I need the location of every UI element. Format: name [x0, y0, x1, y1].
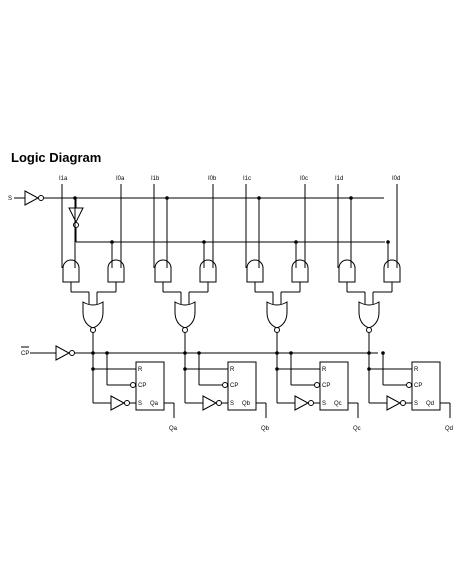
ff-pin-clock: CP — [138, 383, 146, 389]
ff-pin-q: Qc — [334, 401, 342, 407]
junction-dot — [349, 196, 353, 200]
junction-dot — [289, 351, 293, 355]
clock-bubble — [406, 382, 412, 388]
and-gate-i0 — [107, 259, 125, 283]
clock-bubble — [130, 382, 136, 388]
input-label-i0: I0d — [392, 176, 400, 182]
input-label-i1: I1d — [335, 176, 343, 182]
ff-pin-reset: R — [230, 367, 235, 373]
diagram-title: Logic Diagram — [11, 150, 102, 165]
nor-gate — [82, 301, 104, 329]
nor-output-bubble — [90, 327, 96, 333]
set-inverter — [386, 395, 402, 411]
select-buffer-inverter — [68, 207, 84, 224]
ff-pin-q: Qa — [150, 401, 159, 407]
input-label-i1: I1b — [151, 176, 160, 182]
ff-pin-set: S — [414, 401, 418, 407]
junction-dot — [105, 351, 109, 355]
input-label-i0: I0b — [208, 176, 217, 182]
flip-flop — [411, 361, 441, 411]
junction-dot — [367, 351, 371, 355]
ff-pin-clock: CP — [230, 383, 238, 389]
junction-dot — [275, 351, 279, 355]
nor-output-bubble — [366, 327, 372, 333]
ff-pin-reset: R — [322, 367, 327, 373]
nor-output-bubble — [274, 327, 280, 333]
select-input-label: S — [8, 196, 12, 202]
output-label-q: Qa — [169, 426, 178, 432]
select-inverter — [24, 190, 40, 206]
set-inverter-bubble — [308, 400, 314, 406]
junction-dot — [386, 240, 390, 244]
ff-pin-q: Qb — [242, 401, 251, 407]
ff-pin-clock: CP — [322, 383, 330, 389]
junction-dot — [381, 351, 385, 355]
ff-pin-reset: R — [138, 367, 143, 373]
ff-pin-reset: R — [414, 367, 419, 373]
clock-input-label: CP — [21, 351, 29, 357]
junction-dot — [257, 196, 261, 200]
and-gate-i1 — [338, 259, 356, 283]
global-wiring — [14, 190, 385, 361]
and-gate-i0 — [291, 259, 309, 283]
ff-pin-clock: CP — [414, 383, 422, 389]
input-label-i1: I1a — [59, 176, 68, 182]
set-inverter-bubble — [124, 400, 130, 406]
junction-dot — [183, 351, 187, 355]
and-gate-i1 — [62, 259, 80, 283]
nor-output-bubble — [182, 327, 188, 333]
set-inverter — [294, 395, 310, 411]
output-label-q: Qb — [261, 426, 270, 432]
junction-dot — [110, 240, 114, 244]
nor-gate — [358, 301, 380, 329]
input-label-i0: I0a — [116, 176, 125, 182]
junction-dot — [91, 351, 95, 355]
ff-pin-q: Qd — [426, 401, 434, 407]
flip-flop — [319, 361, 349, 411]
ff-pin-set: S — [230, 401, 234, 407]
nor-gate — [174, 301, 196, 329]
output-label-q: Qd — [445, 426, 453, 432]
ff-pin-set: S — [322, 401, 326, 407]
set-inverter-bubble — [400, 400, 406, 406]
input-label-i0: I0c — [300, 176, 308, 182]
junction-dot — [294, 240, 298, 244]
nor-gate — [266, 301, 288, 329]
output-label-q: Qc — [353, 426, 361, 432]
and-gate-i1 — [154, 259, 172, 283]
set-inverter-bubble — [216, 400, 222, 406]
junction-dot — [73, 196, 77, 200]
junction-dot — [165, 196, 169, 200]
and-gate-i0 — [199, 259, 217, 283]
set-inverter — [110, 395, 126, 411]
and-gate-i1 — [246, 259, 264, 283]
junction-dot — [197, 351, 201, 355]
clock-bubble — [314, 382, 320, 388]
flip-flop — [227, 361, 257, 411]
and-gate-i0 — [383, 259, 401, 283]
clock-bubble — [222, 382, 228, 388]
input-label-i1: I1c — [243, 176, 251, 182]
ff-pin-set: S — [138, 401, 142, 407]
set-inverter — [202, 395, 218, 411]
junction-dot — [202, 240, 206, 244]
clock-inverter — [55, 345, 71, 361]
flip-flop — [135, 361, 165, 411]
